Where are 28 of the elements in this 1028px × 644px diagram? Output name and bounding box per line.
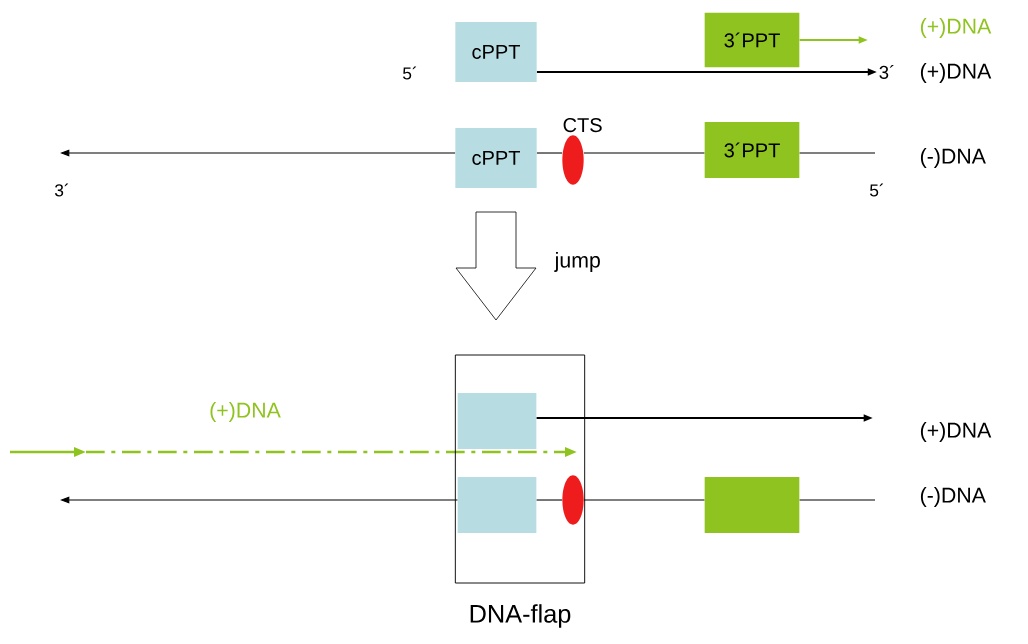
strand-line [536, 499, 563, 501]
flap-frame: DNA-flap [454, 354, 586, 628]
end-label: 3´ [54, 183, 69, 197]
strand-label: (+)DNA [920, 18, 992, 38]
strand-label: (+)DNA [920, 63, 992, 83]
ppt-box: 3´PPT [704, 12, 800, 68]
strand-label: (+)DNA [210, 402, 281, 422]
end-label: 3´ [879, 65, 894, 79]
strand-line [536, 152, 563, 154]
end-label: 5´ [403, 66, 417, 80]
strand-line [583, 152, 705, 154]
step-label: jump [554, 252, 600, 272]
cppt-box [457, 477, 537, 533]
ppt-box [704, 477, 800, 533]
strand-line [799, 152, 876, 154]
strand-label: (+)DNA [920, 422, 992, 442]
cts-ellipse [562, 475, 584, 525]
strand-label: (-)DNA [920, 487, 986, 507]
end-label: 5´ [870, 183, 884, 197]
strand-line [799, 499, 876, 501]
node-label: DNA-flap [470, 604, 571, 628]
strand-line [583, 499, 705, 501]
strand-label: (-)DNA [920, 148, 986, 168]
node-label: CTS [563, 117, 602, 133]
cppt-box [457, 393, 537, 449]
cppt-box: cPPT [455, 128, 537, 188]
ppt-box: 3´PPT [704, 122, 800, 178]
cppt-box: cPPT [455, 22, 537, 82]
